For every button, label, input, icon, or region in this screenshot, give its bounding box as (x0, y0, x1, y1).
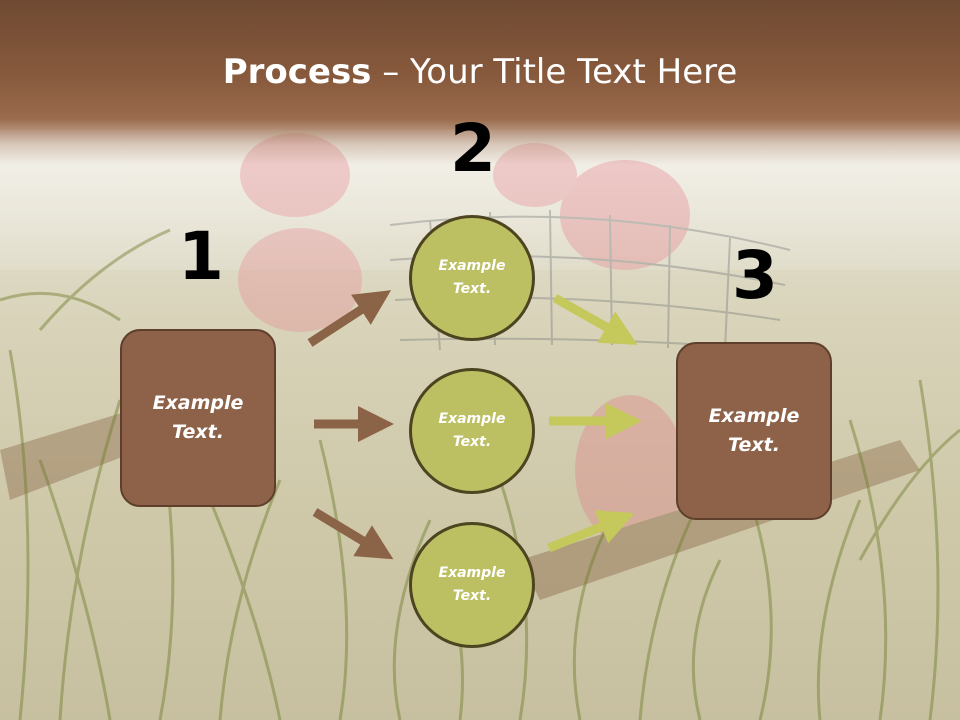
step-box-3: Example Text. (676, 342, 832, 520)
tulip-shape (560, 160, 690, 270)
title-rest: – Your Title Text Here (371, 52, 738, 92)
arrow-from-circle-bottom (547, 510, 635, 553)
step-number-1: 1 (178, 218, 224, 295)
arrow-to-circle-top (307, 290, 392, 347)
title-banner (0, 0, 960, 165)
step-box-3-text: Example Text. (708, 405, 800, 456)
step-circle-top-text: Example Text. (438, 258, 506, 297)
tulip-shape (238, 228, 362, 332)
step-circle-top: Example Text. (409, 215, 535, 341)
tulip-shape (575, 395, 685, 545)
step-number-2: 2 (450, 110, 496, 187)
step-box-1: Example Text. (120, 329, 276, 507)
step-box-1-text: Example Text. (152, 392, 244, 443)
grass-blades (0, 228, 960, 720)
slide-title: Process – Your Title Text Here (0, 52, 960, 92)
step-circle-bottom-text: Example Text. (438, 565, 506, 604)
arrow-from-circle-top (552, 294, 638, 345)
arrow-to-circle-bottom (312, 508, 394, 560)
step-circle-middle-text: Example Text. (438, 411, 506, 450)
step-number-3: 3 (732, 237, 778, 314)
step-circle-bottom: Example Text. (409, 522, 535, 648)
step-circle-middle: Example Text. (409, 368, 535, 494)
title-bold: Process (222, 52, 372, 92)
